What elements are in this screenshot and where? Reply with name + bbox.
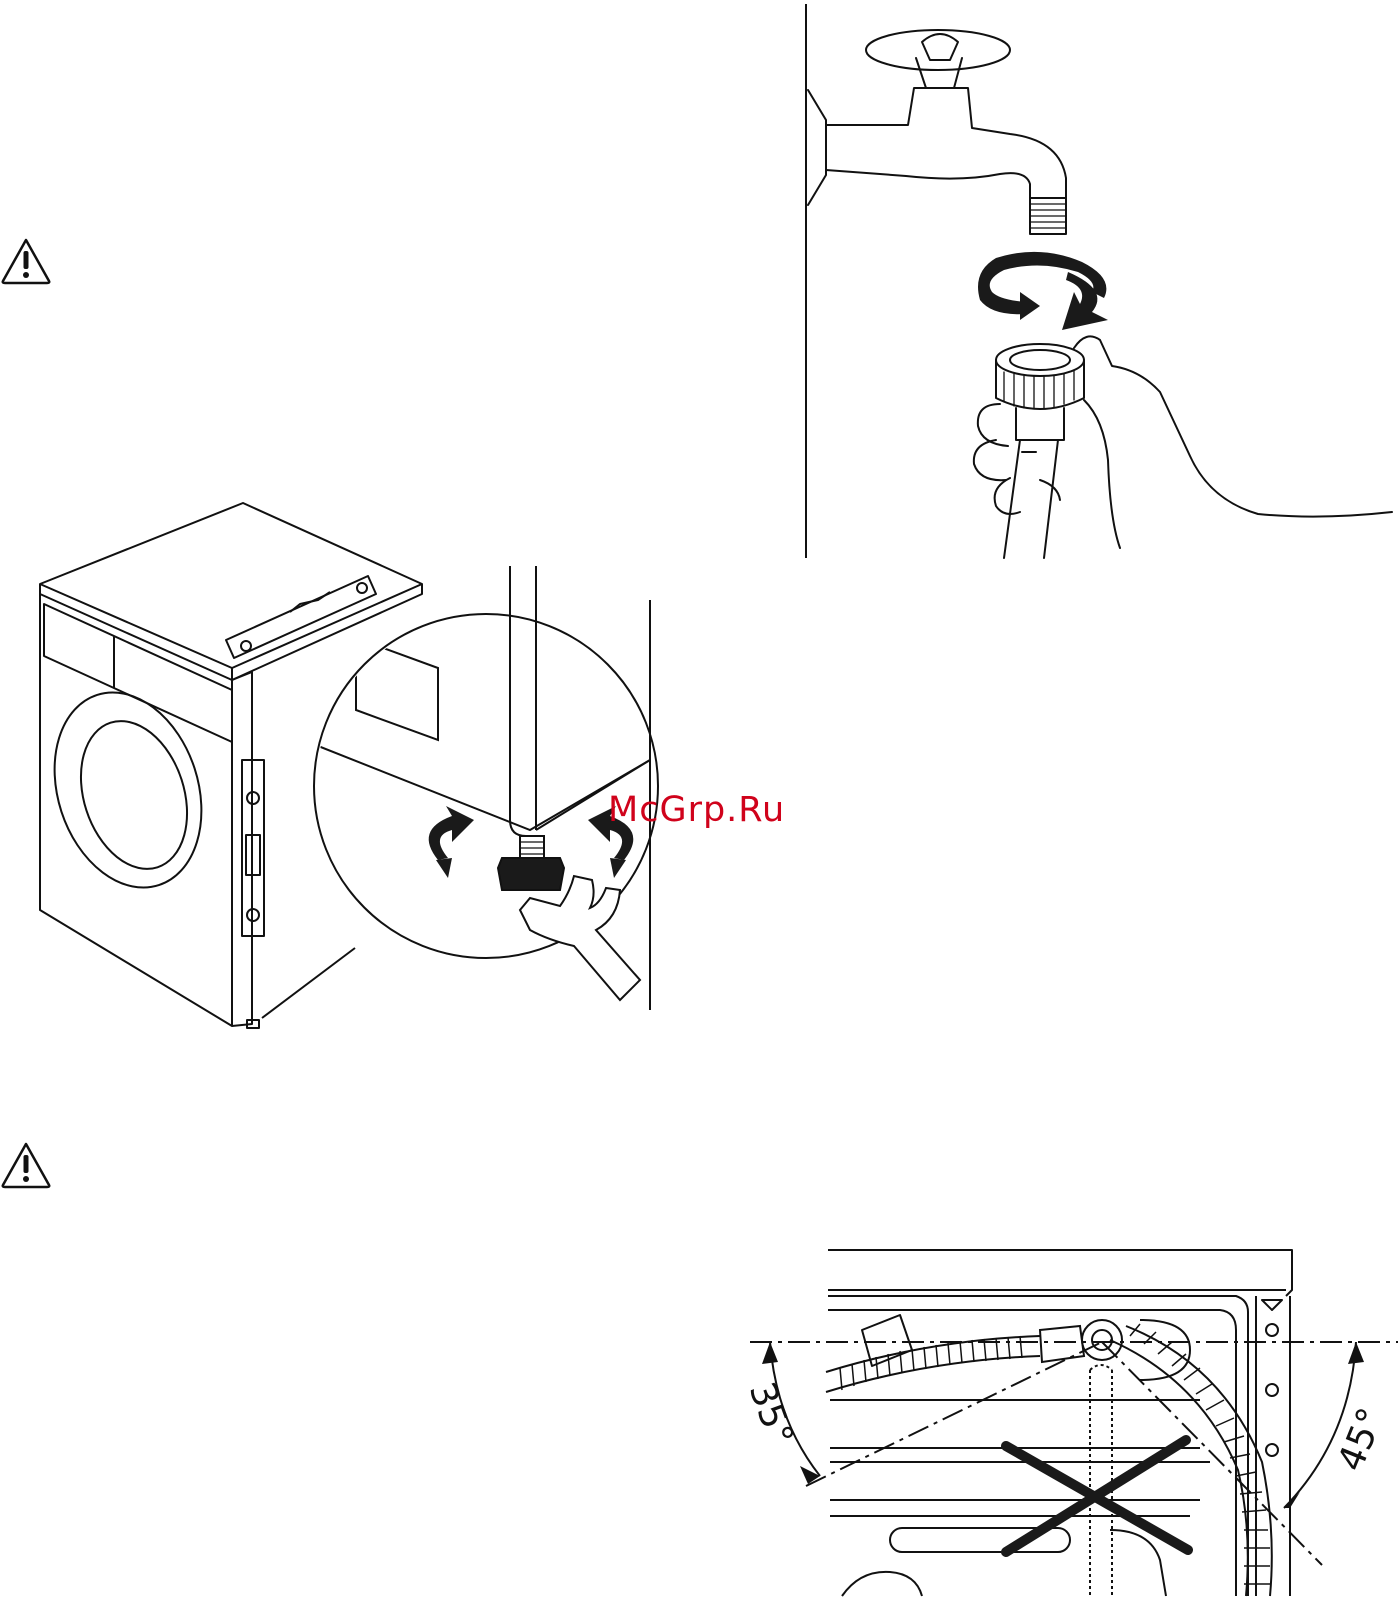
angle-label-35: 35°: [741, 1377, 801, 1451]
angle-label-45: 45°: [1330, 1402, 1392, 1477]
